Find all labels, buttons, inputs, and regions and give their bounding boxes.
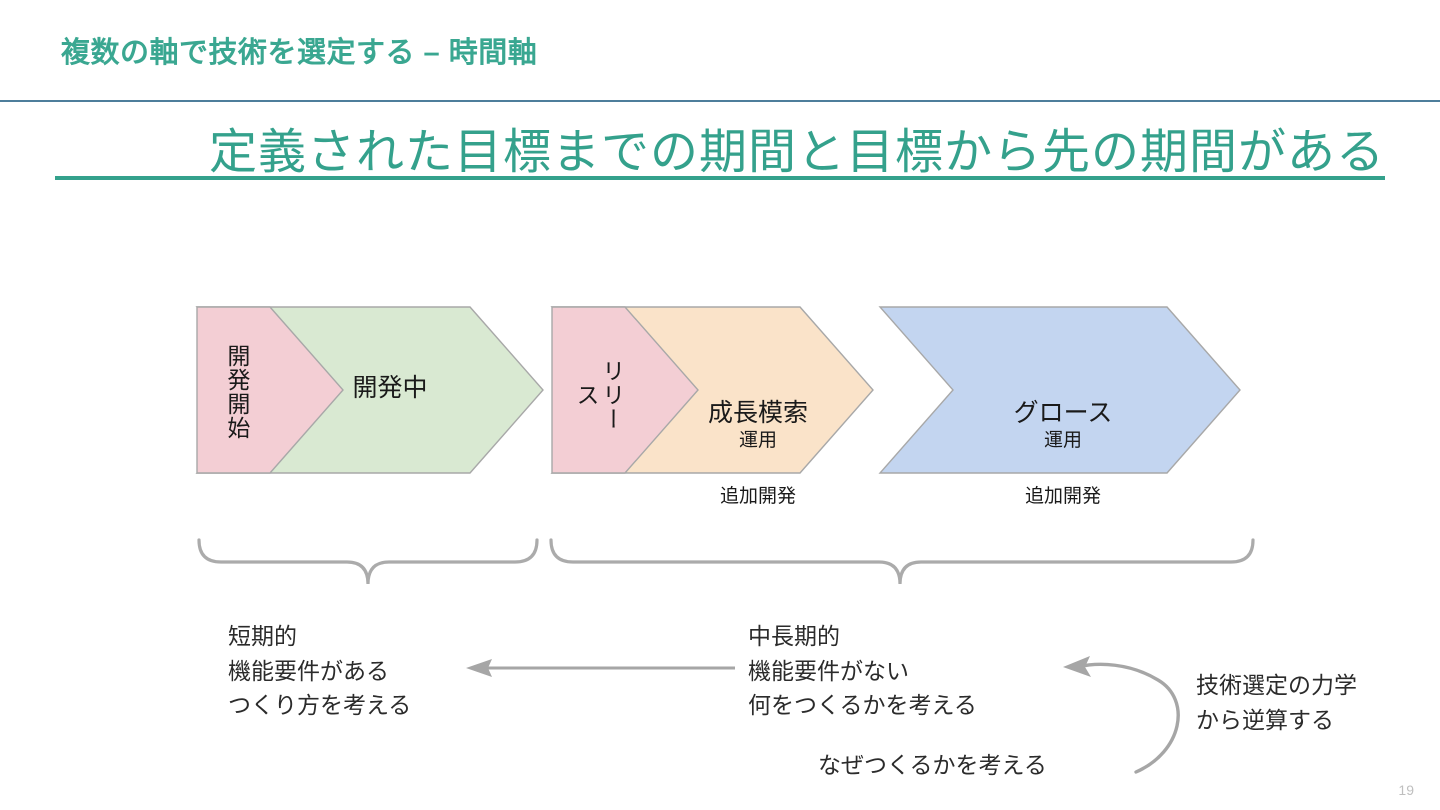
brace-mid-long-term — [549, 538, 1255, 585]
chevron-label-growth-search-main: 成長模索 — [707, 399, 808, 427]
chevron-label-release: リリース — [573, 359, 625, 431]
annotation-why-build: なぜつくるかを考える — [818, 752, 1047, 778]
header-title: 複数の軸で技術を選定する – 時間軸 — [61, 37, 538, 69]
chevron-label-growth-main: グロース — [1013, 399, 1113, 427]
chevron-label-growth-sub2: 追加開発 — [1024, 486, 1101, 508]
header-divider — [0, 100, 1440, 102]
chevron-label-growth-search: 成長模索 運用 追加開発 — [650, 365, 866, 542]
brace-short-term — [197, 538, 539, 585]
page-number: 19 — [1398, 782, 1414, 798]
chevron-label-growth: グロース 運用 追加開発 — [950, 365, 1176, 542]
page-title: 定義された目標までの期間と目標から先の期間がある — [208, 126, 1385, 179]
chevron-label-dev-in-progress: 開発中 — [352, 374, 428, 402]
page-title-underline — [55, 176, 1385, 180]
chevron-label-growth-search-sub2: 追加開発 — [719, 486, 796, 508]
annotation-mid-long-term: 中長期的 機能要件がない 何をつくるかを考える — [748, 623, 977, 718]
chevron-label-dev-start: 開発開始 — [223, 344, 250, 440]
chevron-label-growth-sub1: 運用 — [1043, 430, 1082, 451]
slide-header: 複数の軸で技術を選定する – 時間軸 — [0, 0, 1440, 102]
chevron-label-growth-search-sub1: 運用 — [738, 430, 777, 451]
annotation-short-term: 短期的 機能要件がある つくり方を考える — [228, 623, 412, 718]
annotation-tech-dynamics: 技術選定の力学 から逆算する — [1196, 672, 1357, 733]
